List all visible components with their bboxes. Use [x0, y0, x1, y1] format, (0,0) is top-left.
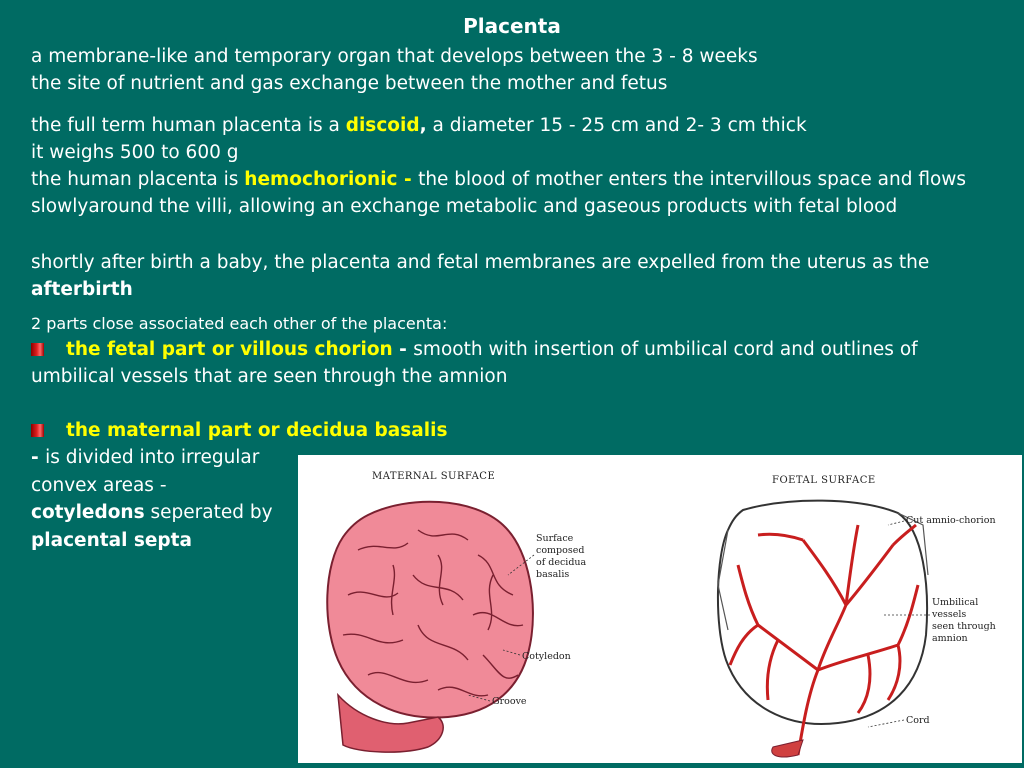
afterbirth-paragraph: shortly after birth a baby, the placenta… [31, 249, 996, 303]
label-cotyledon: Cotyledon [522, 651, 571, 662]
foetal-surface-heading: FOETAL SURFACE [772, 475, 876, 486]
maternal-placenta-shape [326, 500, 534, 753]
slide-title: Placenta [463, 14, 561, 38]
discoid-line: the full term human placenta is a discoi… [31, 112, 807, 139]
discoid-comma: , [419, 115, 427, 136]
afterbirth-term: afterbirth [31, 279, 133, 300]
label-cut-amnio: Cut amnio-chorion [906, 515, 996, 526]
label-surface-4: basalis [536, 569, 569, 580]
bullet-maternal-part: the maternal part or decidua basalis [31, 417, 447, 444]
maternal-dash: - [31, 447, 46, 468]
bullet-fetal-part: the fetal part or villous chorion - smoo… [31, 336, 996, 390]
hemochorionic-paragraph: the human placenta is hemochorionic - th… [31, 166, 996, 220]
hemo-post: the blood of mother enters the intervill… [31, 169, 967, 217]
maternal-part-term: the maternal part or decidua basalis [66, 420, 448, 441]
bullet-square-icon [31, 424, 44, 437]
fetal-part-term: the fetal part or villous chorion [66, 339, 393, 360]
foetal-labels: Cut amnio-chorion Umbilical vessels seen… [906, 515, 996, 726]
parts-intro: 2 parts close associated each other of t… [31, 314, 448, 333]
label-umbilical-3: seen through [932, 621, 996, 632]
hemo-term: hemochorionic - [244, 169, 419, 190]
maternal-line-2: convex areas - [31, 475, 167, 496]
foetal-placenta-shape [717, 499, 929, 758]
placenta-illustration: MATERNAL SURFACE Surface composed of dec… [298, 455, 1022, 763]
label-cord: Cord [906, 715, 930, 726]
maternal-text-1: is divided into irregular [45, 447, 260, 468]
label-umbilical-4: amnion [932, 633, 968, 644]
label-surface-2: composed [536, 545, 584, 556]
discoid-post: a diameter 15 - 25 cm and 2- 3 cm thick [426, 115, 807, 136]
label-groove: Groove [492, 696, 527, 707]
weight-line: it weighs 500 to 600 g [31, 142, 239, 163]
placenta-drawing: MATERNAL SURFACE Surface composed of dec… [326, 471, 996, 758]
maternal-labels: Surface composed of decidua basalis Coty… [492, 533, 587, 707]
maternal-line-1: - is divided into irregular [31, 444, 259, 471]
intro-line-2: the site of nutrient and gas exchange be… [31, 73, 668, 94]
maternal-line-3: cotyledons seperated by [31, 499, 273, 526]
fetal-part-dash: - [392, 339, 414, 360]
placental-septa-term: placental septa [31, 530, 192, 551]
label-surface-1: Surface [536, 533, 574, 544]
fetal-part-desc: smooth with insertion of umbilical cord … [31, 339, 918, 387]
intro-line-1: a membrane-like and temporary organ that… [31, 46, 758, 67]
maternal-text-3: seperated by [144, 502, 273, 523]
hemo-pre: the human placenta is [31, 169, 245, 190]
bullet-square-icon [31, 343, 44, 356]
label-umbilical-2: vessels [931, 609, 966, 620]
label-umbilical-1: Umbilical [932, 597, 978, 608]
maternal-surface-heading: MATERNAL SURFACE [372, 471, 495, 482]
afterbirth-pre: shortly after birth a baby, the placenta… [31, 252, 930, 273]
discoid-term: discoid [345, 115, 420, 136]
discoid-pre: the full term human placenta is a [31, 115, 346, 136]
label-surface-3: of decidua [536, 557, 587, 568]
cotyledons-term: cotyledons [31, 502, 145, 523]
